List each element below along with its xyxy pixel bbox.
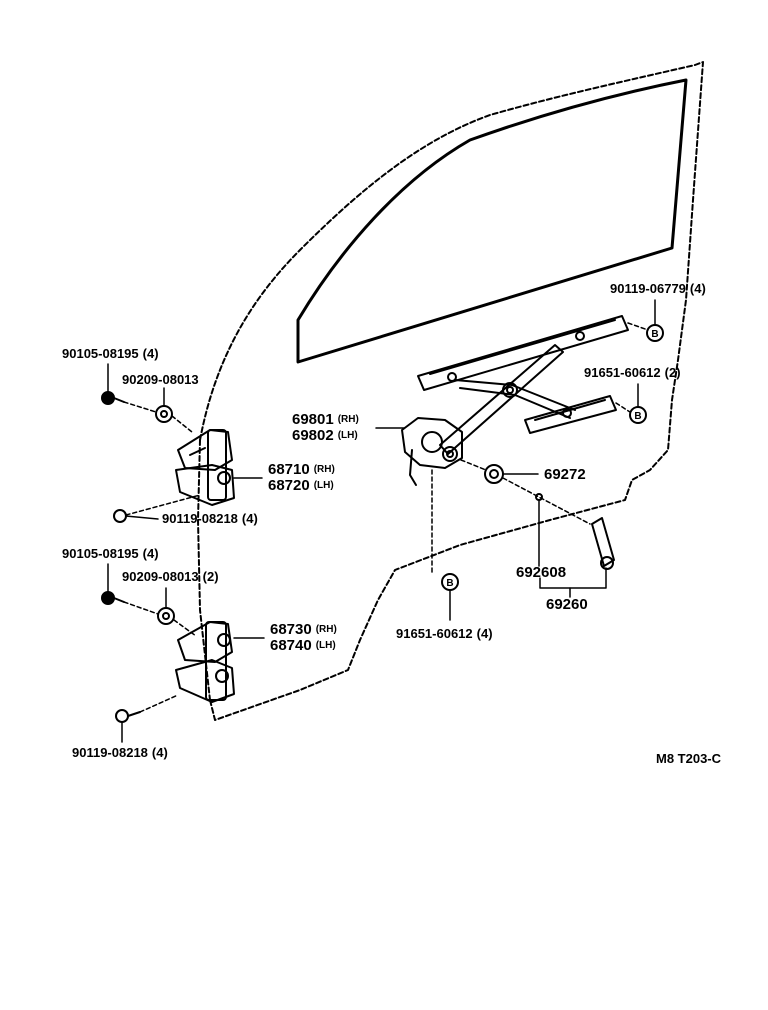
label-90119-08218-lower: 90119-08218(4) bbox=[72, 746, 168, 759]
part-number: 90209-08013 bbox=[122, 372, 199, 387]
part-number: 692608 bbox=[516, 564, 567, 581]
diagram-code: M8 T203-C bbox=[656, 751, 722, 766]
part-number: 90119-08218 bbox=[72, 745, 148, 760]
part-qty: (2) bbox=[664, 365, 681, 380]
part-number: 68720 bbox=[268, 477, 310, 494]
part-number: 68710 bbox=[268, 461, 310, 478]
label-69801: 69801(RH) bbox=[292, 412, 359, 427]
side-tag: (LH) bbox=[337, 430, 358, 441]
label-69802: 69802(LH) bbox=[292, 428, 358, 443]
part-number: 90105-08195 bbox=[62, 346, 139, 361]
side-tag: (LH) bbox=[313, 480, 334, 491]
label-90105-08195-upper: 90105-08195(4) bbox=[62, 347, 159, 360]
assembly-lines bbox=[123, 322, 649, 713]
label-68720: 68720(LH) bbox=[268, 478, 334, 493]
side-tag: (RH) bbox=[315, 624, 337, 635]
label-68710: 68710(RH) bbox=[268, 462, 335, 477]
part-qty: (4) bbox=[476, 626, 493, 641]
side-tag: (LH) bbox=[315, 640, 336, 651]
label-68740: 68740(LH) bbox=[270, 638, 336, 653]
part-qty: (4) bbox=[689, 281, 706, 296]
upper-hinge bbox=[175, 429, 235, 506]
clip-marks: B B B bbox=[446, 329, 658, 589]
svg-text:B: B bbox=[651, 329, 658, 340]
label-69260: 69260 bbox=[546, 597, 588, 612]
side-tag: (RH) bbox=[337, 414, 359, 425]
label-90105-08195-lower: 90105-08195(4) bbox=[62, 547, 159, 560]
side-tag: (RH) bbox=[313, 464, 335, 475]
label-90119-08218-upper: 90119-08218(4) bbox=[162, 512, 258, 525]
door-outline bbox=[199, 61, 704, 721]
label-91651-60612-upper: 91651-60612(2) bbox=[584, 366, 681, 379]
part-number: 69802 bbox=[292, 427, 334, 444]
window-regulator bbox=[401, 315, 629, 570]
window-opening bbox=[296, 78, 688, 364]
label-68730: 68730(RH) bbox=[270, 622, 337, 637]
label-90119-06779: 90119-06779(4) bbox=[610, 282, 706, 295]
part-number: 90209-08013 bbox=[122, 569, 199, 584]
part-qty: (4) bbox=[142, 546, 159, 561]
part-number: 91651-60612 bbox=[584, 365, 661, 380]
part-qty: (4) bbox=[142, 346, 159, 361]
part-number: 90119-06779 bbox=[610, 281, 686, 296]
part-number: 68740 bbox=[270, 637, 312, 654]
svg-text:B: B bbox=[634, 411, 641, 422]
label-91651-60612-lower: 91651-60612(4) bbox=[396, 627, 493, 640]
label-692608: 692608 bbox=[516, 565, 566, 580]
part-number: 69801 bbox=[292, 411, 334, 428]
part-number: 68730 bbox=[270, 621, 312, 638]
part-number: 91651-60612 bbox=[396, 626, 473, 641]
part-qty: (4) bbox=[151, 745, 168, 760]
part-number: 90105-08195 bbox=[62, 546, 139, 561]
part-number: 90119-08218 bbox=[162, 511, 238, 526]
label-69272: 69272 bbox=[544, 467, 586, 482]
part-qty: (4) bbox=[241, 511, 258, 526]
part-number: 69260 bbox=[546, 596, 588, 613]
label-90209-08013-lower: 90209-08013(2) bbox=[122, 570, 219, 583]
lower-hinge bbox=[175, 621, 235, 703]
part-qty: (2) bbox=[202, 569, 219, 584]
leader-lines bbox=[107, 299, 656, 743]
label-90209-08013-upper: 90209-08013 bbox=[122, 373, 199, 386]
part-number: 69272 bbox=[544, 466, 586, 483]
svg-text:B: B bbox=[446, 578, 453, 589]
